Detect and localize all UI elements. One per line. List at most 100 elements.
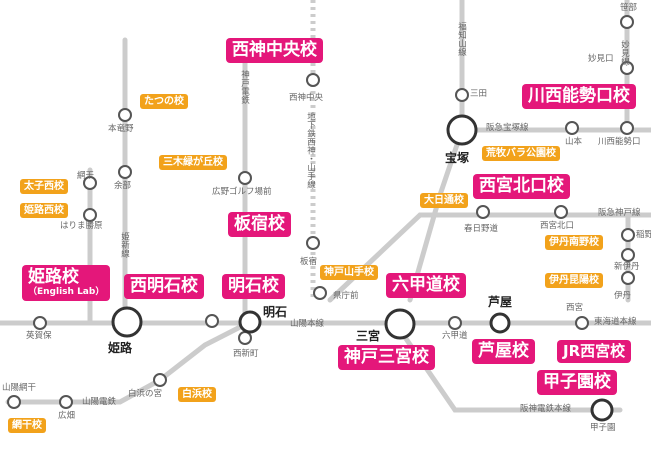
station-itayado: 板宿	[300, 257, 318, 267]
sanyo-dentetsu-line	[5, 319, 253, 405]
station-dot	[83, 208, 97, 222]
station-dot	[620, 121, 634, 135]
line-sanyo-honsen: 山陽本線	[290, 319, 325, 329]
station-rokkomichi: 六甲道	[442, 331, 468, 341]
station-dot	[565, 121, 579, 135]
station-nishi-shinmachi: 西新町	[233, 349, 259, 359]
station-koshien: 甲子園	[590, 423, 616, 433]
school-badge-aramaki-bara[interactable]: 荒牧バラ公園校	[482, 146, 560, 161]
station-dot	[476, 205, 490, 219]
station-nishinomiya: 西宮	[566, 303, 584, 313]
station-dot	[33, 316, 47, 330]
station-ashiya: 芦屋	[488, 295, 513, 309]
station-dot	[118, 165, 132, 179]
school-badge-ohashi-dori[interactable]: 大日通校	[420, 193, 468, 208]
station-hirohata: 広畑	[58, 411, 76, 421]
station-itami: 伊丹	[614, 291, 632, 301]
school-badge-shirahama[interactable]: 白浜校	[178, 387, 216, 402]
line-fukuchiyama: 福知山線	[456, 22, 467, 56]
major-station-ashiya	[489, 312, 511, 334]
school-badge-jr-nishinomiya[interactable]: JR西宮校	[557, 340, 632, 363]
school-badge-kobe-sannomiya[interactable]: 神戸三宮校	[338, 345, 435, 370]
school-badge-kobe-yamate[interactable]: 神戸山手校	[320, 265, 378, 280]
station-himeji: 姫路	[108, 341, 133, 355]
station-dot	[153, 373, 167, 387]
station-dot	[306, 236, 320, 250]
station-moto-tatsuno: 本竜野	[108, 124, 134, 134]
school-badge-akashi[interactable]: 明石校	[222, 274, 285, 299]
school-badge-nishinomiya-kitaguchi[interactable]: 西宮北口校	[473, 174, 570, 199]
station-dot	[621, 271, 635, 285]
station-dot	[448, 316, 462, 330]
school-badge-rokkomichi[interactable]: 六甲道校	[386, 273, 466, 298]
school-badge-tatsuno[interactable]: たつの校	[140, 94, 188, 109]
school-badge-ashiya[interactable]: 芦屋校	[472, 339, 535, 364]
major-station-himeji	[111, 306, 143, 338]
school-badge-nishijin-chuo[interactable]: 西神中央校	[226, 38, 323, 63]
station-eiga-ho: 英賀保	[26, 331, 52, 341]
station-myokenguchi: 妙見口	[588, 54, 614, 64]
station-dot	[7, 395, 21, 409]
station-dot	[238, 331, 252, 345]
school-badge-itayado[interactable]: 板宿校	[228, 212, 291, 237]
station-shin-itami: 新伊丹	[614, 262, 640, 272]
station-kawanishi-noseguchi: 川西能勢口	[598, 137, 641, 147]
station-dot	[118, 108, 132, 122]
station-dot	[83, 176, 97, 190]
station-dot	[306, 73, 320, 87]
school-badge-aboshi[interactable]: 網干校	[8, 418, 46, 433]
station-dot	[620, 15, 634, 29]
station-sanyo-aboshi: 山陽網干	[2, 383, 37, 393]
station-yamamoto: 山本	[565, 137, 583, 147]
station-takarazuka: 宝塚	[445, 151, 470, 165]
line-hanshin-honsen: 阪神電鉄本線	[520, 404, 572, 414]
station-dot	[621, 228, 635, 242]
line-sanyo-dentetsu: 山陽電鉄	[82, 397, 117, 407]
school-badge-himeji-nishi[interactable]: 姫路西校	[20, 203, 68, 218]
school-badge-himeji-title: 姫路校	[28, 267, 79, 287]
station-inagaki: 稲野	[636, 230, 651, 240]
station-shirahama-no-miya: 白浜の宮	[128, 389, 163, 399]
station-dot	[621, 248, 635, 262]
station-dot	[620, 61, 634, 75]
station-sanda: 三田	[470, 89, 488, 99]
station-sasabe: 笹部	[620, 3, 638, 13]
station-dot	[238, 171, 252, 185]
line-hankyu-kobe: 阪急神戸線	[598, 208, 641, 218]
station-yoshio: 余部	[114, 181, 132, 191]
major-station-takarazuka	[446, 114, 478, 146]
station-dot	[313, 286, 327, 300]
station-akashi: 明石	[263, 305, 288, 319]
school-badge-kawanishi-noseguchi[interactable]: 川西能勢口校	[522, 84, 636, 109]
station-hiroshi-golf: 広野ゴルフ場前	[212, 187, 272, 197]
line-hankyu-takarazuka: 阪急宝塚線	[486, 123, 529, 133]
school-badge-koshien[interactable]: 甲子園校	[537, 370, 617, 395]
school-badge-himeji[interactable]: 姫路校 （English Lab）	[22, 265, 111, 301]
line-kishin: 姫新線	[119, 232, 130, 258]
station-sannomiya: 三宮	[356, 329, 381, 343]
line-kobe-dentetsu: 神戸電鉄	[239, 70, 250, 104]
station-kasugano-michi: 春日野道	[464, 224, 499, 234]
major-station-akashi	[238, 310, 262, 334]
station-dot	[205, 314, 219, 328]
school-badge-itami-konyo[interactable]: 伊丹昆陽校	[545, 273, 603, 288]
major-station-koshien	[590, 398, 614, 422]
major-station-sannomiya	[384, 308, 416, 340]
station-seishin-chuo: 西神中央	[289, 93, 324, 103]
school-badge-itami-minami-no[interactable]: 伊丹南野校	[545, 235, 603, 250]
station-nishinomiya-kitaguchi: 西宮北口	[540, 221, 575, 231]
school-badge-himeji-sub: （English Lab）	[28, 286, 105, 297]
station-dot	[59, 395, 73, 409]
station-kencho-mae: 県庁前	[333, 291, 359, 301]
school-badge-nishi-akashi[interactable]: 西明石校	[124, 274, 204, 299]
line-myoken: 妙見線	[619, 40, 630, 66]
station-dot	[554, 205, 568, 219]
station-harima-katsuhara: はりま勝原	[60, 221, 103, 231]
station-aboshi-top: 網干	[77, 171, 95, 181]
station-dot	[575, 316, 589, 330]
school-badge-miki-midorigaoka[interactable]: 三木緑が丘校	[159, 155, 227, 170]
line-subway: 地下鉄西神・山手線	[305, 112, 316, 189]
school-badge-taishi-nishi[interactable]: 太子西校	[20, 179, 68, 194]
line-tokaido-honsen: 東海道本線	[594, 317, 637, 327]
